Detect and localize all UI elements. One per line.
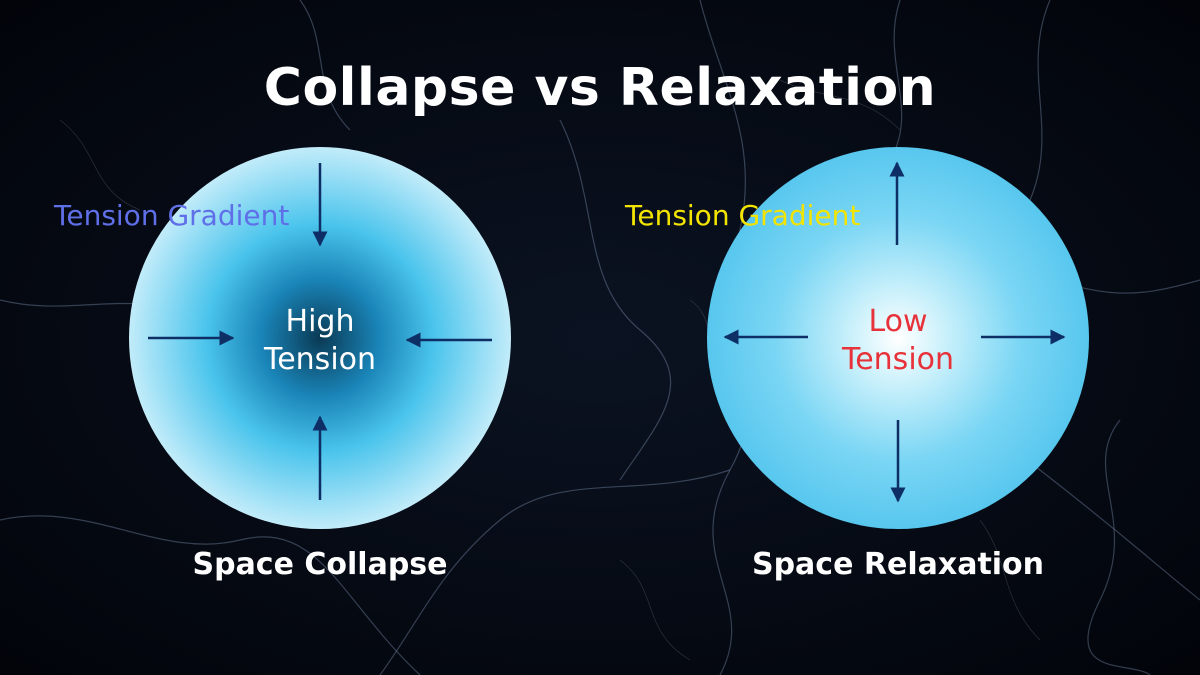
tension-gradient-label-left: Tension Gradient: [54, 199, 290, 232]
collapse-panel: Tension Gradient High Tension Space Coll…: [30, 145, 610, 595]
center-label-line1: Low: [868, 304, 928, 339]
low-tension-label: Low Tension: [707, 303, 1089, 379]
space-collapse-caption: Space Collapse: [192, 547, 448, 582]
outward-arrows: [723, 161, 1066, 503]
center-label-line1: High: [285, 304, 355, 339]
center-label-line2: Tension: [841, 342, 955, 377]
center-label-line2: Tension: [263, 342, 377, 377]
tension-gradient-label-right: Tension Gradient: [625, 199, 861, 232]
space-relaxation-caption: Space Relaxation: [751, 547, 1045, 582]
inward-arrows: [148, 163, 492, 500]
relaxation-panel: Tension Gradient Low Tension Space Relax…: [608, 145, 1188, 595]
page-title: Collapse vs Relaxation: [263, 58, 937, 118]
high-tension-label: High Tension: [129, 303, 511, 379]
